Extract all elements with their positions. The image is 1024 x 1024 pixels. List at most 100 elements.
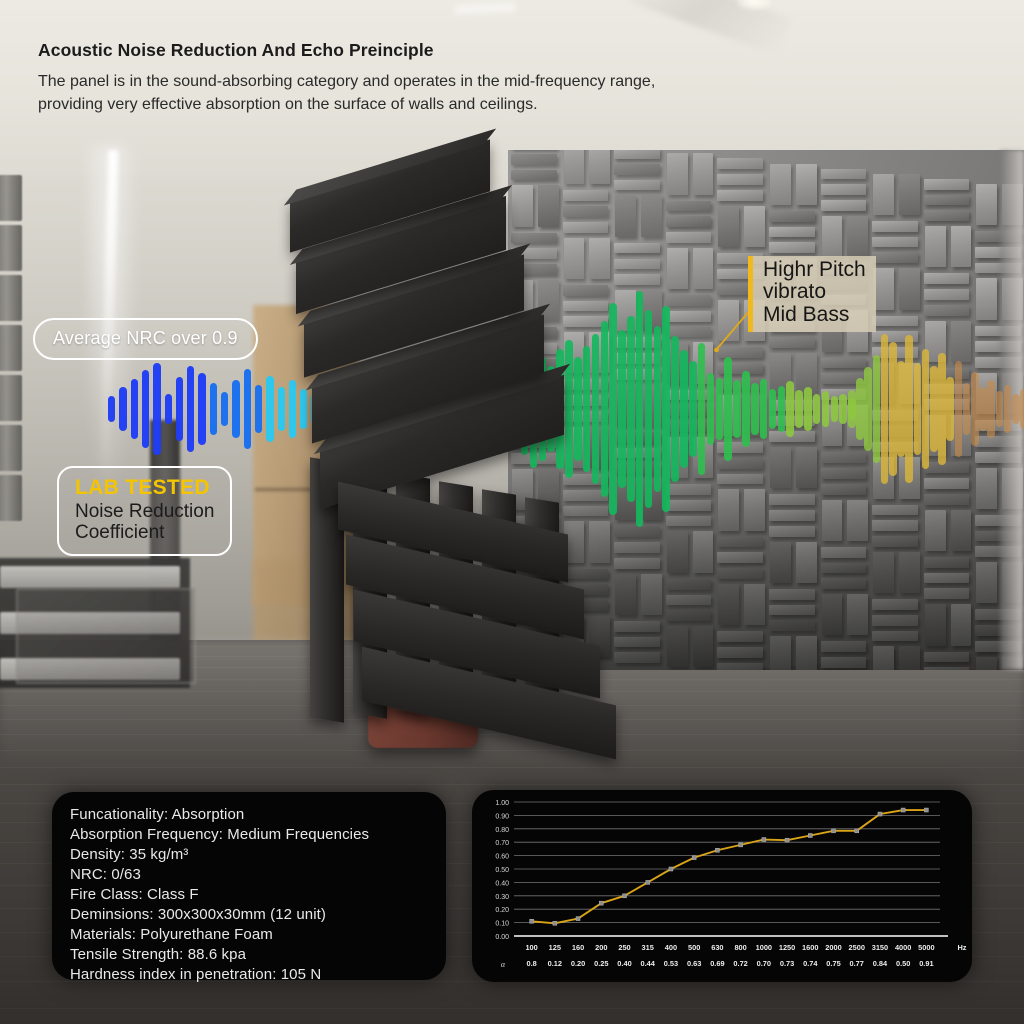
wall-foam-block <box>769 415 815 427</box>
wall-foam-block <box>923 493 970 505</box>
chart-xtick-frequency: 2500 <box>848 943 864 952</box>
chart-alpha-value: 0.50 <box>896 959 910 968</box>
spec-line: Fire Class: Class F <box>70 885 199 903</box>
wall-foam-block <box>744 489 765 531</box>
chart-alpha-value: 0.70 <box>757 959 771 968</box>
louver-slat <box>0 225 22 271</box>
wall-foam-block <box>744 205 765 247</box>
chart-alpha-value: 0.73 <box>780 959 794 968</box>
rack-shelf <box>0 566 180 588</box>
spec-line: Tensile Strength: 88.6 kpa <box>70 945 247 963</box>
floor-plank-line <box>0 766 1024 768</box>
chart-data-marker <box>622 893 627 899</box>
chart-xtick-frequency: 1250 <box>779 943 795 952</box>
lab-tested-title: LAB TESTED <box>75 476 210 499</box>
spec-line: Absorption Frequency: Medium Frequencies <box>70 825 370 843</box>
chart-ytick-label: 0.00 <box>495 934 509 941</box>
wall-foam-block <box>820 641 867 653</box>
callout-line-1: Highr Pitch <box>763 258 866 281</box>
chart-ytick-label: 0.90 <box>495 813 509 820</box>
wall-foam-block <box>923 556 970 568</box>
wall-foam-block <box>614 150 660 159</box>
page-title: Acoustic Noise Reduction And Echo Preinc… <box>38 40 434 60</box>
wall-foam-block <box>923 194 970 206</box>
chart-ytick-label: 0.30 <box>495 894 509 901</box>
chart-data-marker <box>877 811 883 817</box>
chart-xtick-frequency: 1600 <box>802 943 818 952</box>
wall-foam-block <box>769 431 815 443</box>
rack-shelf <box>0 612 180 634</box>
chart-xtick-frequency: 3150 <box>872 943 888 952</box>
chart-data-marker <box>808 833 813 838</box>
chart-alpha-value: 0.12 <box>548 959 562 968</box>
chart-data-marker <box>900 807 906 813</box>
badge-average-nrc-label: Average NRC over 0.9 <box>53 328 238 348</box>
wall-foam-block <box>820 168 867 180</box>
wall-foam-block <box>770 352 791 394</box>
spec-line: Materials: Polyurethane Foam <box>70 925 273 943</box>
wall-foam-block <box>744 583 765 626</box>
spec-line: NRC: 0/63 <box>70 865 141 883</box>
wall-foam-block <box>872 504 918 516</box>
chart-xtick-frequency: 250 <box>618 943 630 952</box>
chart-xtick-frequency: 5000 <box>918 943 934 952</box>
louver-slat <box>0 175 22 221</box>
wall-foam-block <box>872 315 918 327</box>
wall-foam-block <box>769 525 815 537</box>
wall-foam-block <box>873 646 894 670</box>
wall-foam-block <box>924 415 946 457</box>
chart-data-marker <box>668 866 674 872</box>
louver-slat <box>0 425 22 471</box>
wall-foam-block <box>821 215 843 258</box>
wall-foam-block <box>820 452 867 463</box>
wall-foam-block <box>976 183 998 226</box>
wall-foam-block <box>770 163 791 205</box>
wall-foam-block <box>847 404 869 447</box>
louver-slat <box>0 475 22 521</box>
chart-data-marker <box>575 916 581 921</box>
foam-wedge-stack <box>250 128 730 760</box>
wall-foam-block <box>769 399 815 411</box>
wall-foam-block <box>795 636 817 670</box>
chart-data-marker <box>854 828 859 834</box>
wall-foam-block <box>795 163 817 205</box>
wall-foam-block <box>950 604 972 646</box>
spec-line: Deminsions: 300x300x30mm (12 unit) <box>70 905 327 923</box>
wall-foam-block <box>924 509 946 551</box>
wall-foam-block <box>923 383 970 395</box>
chart-xtick-frequency: 160 <box>572 943 584 952</box>
chart-alpha-value: 0.69 <box>710 959 724 968</box>
wall-foam-block <box>847 215 869 258</box>
chart-data-marker <box>784 837 790 843</box>
wall-foam-block <box>923 572 970 584</box>
chart-ytick-label: 0.50 <box>495 867 509 874</box>
header-block: Acoustic Noise Reduction And Echo Preinc… <box>38 40 658 116</box>
ceiling-light-icon <box>737 0 771 10</box>
wall-foam-block <box>923 210 970 222</box>
chart-alpha-value: 0.44 <box>641 959 656 968</box>
wall-foam-block <box>795 541 817 583</box>
wall-foam-block <box>820 389 867 400</box>
wall-foam-block <box>923 178 970 190</box>
wall-foam-block <box>976 656 998 670</box>
wall-foam-block <box>820 657 867 668</box>
wall-foam-block <box>769 510 815 521</box>
chart-ytick-label: 0.60 <box>495 854 509 861</box>
wall-foam-block <box>847 499 869 541</box>
wall-foam-block <box>769 336 815 348</box>
wall-foam-block <box>820 184 867 196</box>
wall-foam-block <box>795 447 817 489</box>
chart-alpha-symbol: α <box>501 960 506 969</box>
wall-foam-block <box>899 173 920 215</box>
chart-ytick-label: 0.70 <box>495 840 509 847</box>
ceiling <box>0 0 1024 175</box>
chart-alpha-value: 0.8 <box>526 959 536 968</box>
wall-foam-block <box>770 447 791 489</box>
chart-ytick-label: 0.40 <box>495 880 509 887</box>
wall-foam-block <box>899 551 920 594</box>
wall-foam-block <box>899 362 920 405</box>
wall-foam-block <box>769 588 815 600</box>
wall-foam-block <box>821 404 843 447</box>
wall-foam-block <box>769 226 815 238</box>
